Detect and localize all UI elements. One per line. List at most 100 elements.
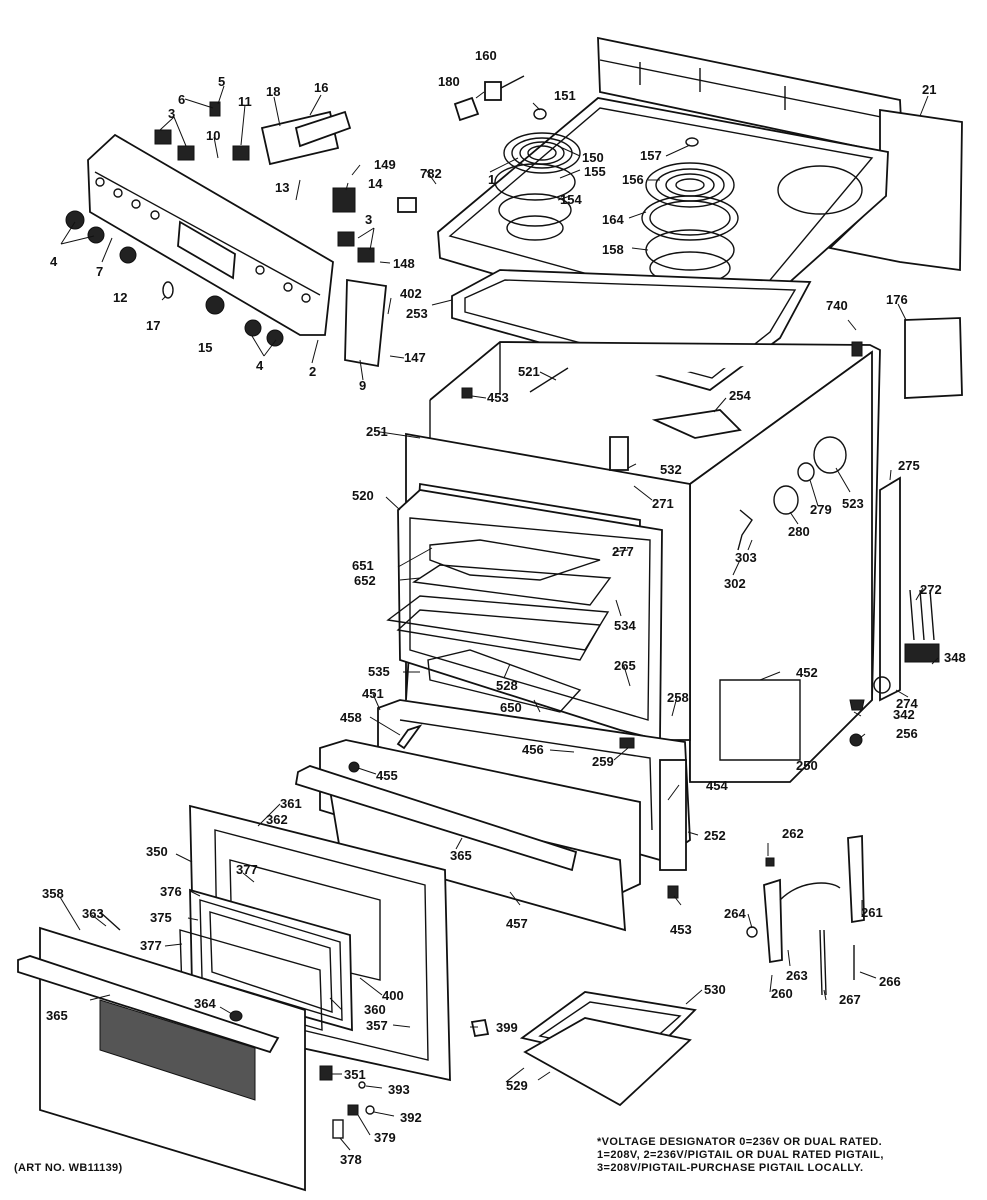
callout-259: 259 [592, 754, 614, 769]
door-hardware [319, 1065, 375, 1139]
surface-unit-small [494, 132, 581, 241]
callout-378: 378 [340, 1152, 362, 1167]
callout-15: 15 [198, 340, 212, 355]
callout-260: 260 [771, 986, 793, 1001]
callout-456: 456 [522, 742, 544, 757]
callout-303: 303 [735, 550, 757, 565]
callout-782: 782 [420, 166, 442, 181]
callout-360: 360 [364, 1002, 386, 1017]
callout-521: 521 [518, 364, 540, 379]
callout-528: 528 [496, 678, 518, 693]
callout-157: 157 [640, 148, 662, 163]
callout-151: 151 [554, 88, 576, 103]
callout-176: 176 [886, 292, 908, 307]
callout-271: 271 [652, 496, 674, 511]
callout-264: 264 [724, 906, 746, 921]
callout-376: 376 [160, 884, 182, 899]
callout-651: 651 [352, 558, 374, 573]
callout-10: 10 [206, 128, 220, 143]
callout-258: 258 [667, 690, 689, 705]
callout-154: 154 [560, 192, 582, 207]
callout-392: 392 [400, 1110, 422, 1125]
door-outer-panel [17, 911, 306, 1192]
drawer-front [294, 739, 641, 932]
callout-147: 147 [404, 350, 426, 365]
callout-523: 523 [842, 496, 864, 511]
callout-272: 272 [920, 582, 942, 597]
callout-377: 377 [140, 938, 162, 953]
callout-267: 267 [839, 992, 861, 1007]
backsplash-panel [597, 36, 903, 153]
callout-251: 251 [366, 424, 388, 439]
callout-535: 535 [368, 664, 390, 679]
callout-363: 363 [82, 906, 104, 921]
callout-350: 350 [146, 844, 168, 859]
callout-458: 458 [340, 710, 362, 725]
callout-155: 155 [584, 164, 606, 179]
callout-453: 453 [487, 390, 509, 405]
terminal-block [397, 75, 547, 213]
callout-302: 302 [724, 576, 746, 591]
callout-labels: 1 2 3 3 4 4 5 6 7 9 10 11 12 13 14 15 16… [42, 48, 966, 1167]
broiler-pan [470, 991, 697, 1107]
surface-unit-large [641, 162, 739, 285]
callout-266: 266 [879, 974, 901, 989]
control-knobs [65, 210, 284, 347]
callout-262: 262 [782, 826, 804, 841]
callout-6: 6 [178, 92, 185, 107]
callout-650: 650 [500, 700, 522, 715]
callout-148: 148 [393, 256, 415, 271]
footnote-line-1: *VOLTAGE DESIGNATOR 0=236V OR DUAL RATED… [597, 1136, 883, 1148]
control-panel [87, 133, 334, 336]
side-components [609, 317, 963, 702]
callout-252: 252 [704, 828, 726, 843]
callout-256: 256 [896, 726, 918, 741]
switches [154, 101, 387, 368]
callout-399: 399 [496, 1020, 518, 1035]
callout-3: 3 [365, 212, 372, 227]
callout-150: 150 [582, 150, 604, 165]
callout-158: 158 [602, 242, 624, 257]
oven-liner [397, 489, 663, 742]
callout-451: 451 [362, 686, 384, 701]
footnote-line-2: 1=208V, 2=236V/PIGTAIL OR DUAL RATED PIG… [597, 1149, 884, 1161]
callout-280: 280 [788, 524, 810, 539]
callout-250: 250 [796, 758, 818, 773]
callout-520: 520 [352, 488, 374, 503]
art-number: (ART NO. WB11139) [14, 1162, 123, 1174]
callout-4: 4 [50, 254, 58, 269]
callout-365: 365 [450, 848, 472, 863]
callout-364: 364 [194, 996, 216, 1011]
callout-3: 3 [168, 106, 175, 121]
callout-277: 277 [612, 544, 634, 559]
leader-lines [59, 85, 939, 1151]
door-hinges [396, 367, 865, 996]
callout-279: 279 [810, 502, 832, 517]
callout-379: 379 [374, 1130, 396, 1145]
callout-18: 18 [266, 84, 280, 99]
callout-9: 9 [359, 378, 366, 393]
callout-11: 11 [238, 94, 252, 109]
oven-racks [386, 539, 612, 713]
callout-254: 254 [729, 388, 751, 403]
callout-530: 530 [704, 982, 726, 997]
callout-348: 348 [944, 650, 966, 665]
callout-274: 274 [896, 696, 918, 711]
callout-377: 377 [236, 862, 258, 877]
callout-351: 351 [344, 1067, 366, 1082]
callout-400: 400 [382, 988, 404, 1003]
callout-14: 14 [368, 176, 383, 191]
callout-12: 12 [113, 290, 127, 305]
callout-156: 156 [622, 172, 644, 187]
callout-13: 13 [275, 180, 289, 195]
callout-358: 358 [42, 886, 64, 901]
callout-375: 375 [150, 910, 172, 925]
callout-164: 164 [602, 212, 624, 227]
callout-17: 17 [146, 318, 160, 333]
callout-16: 16 [314, 80, 328, 95]
callout-740: 740 [826, 298, 848, 313]
callout-263: 263 [786, 968, 808, 983]
callout-393: 393 [388, 1082, 410, 1097]
callout-365: 365 [46, 1008, 68, 1023]
